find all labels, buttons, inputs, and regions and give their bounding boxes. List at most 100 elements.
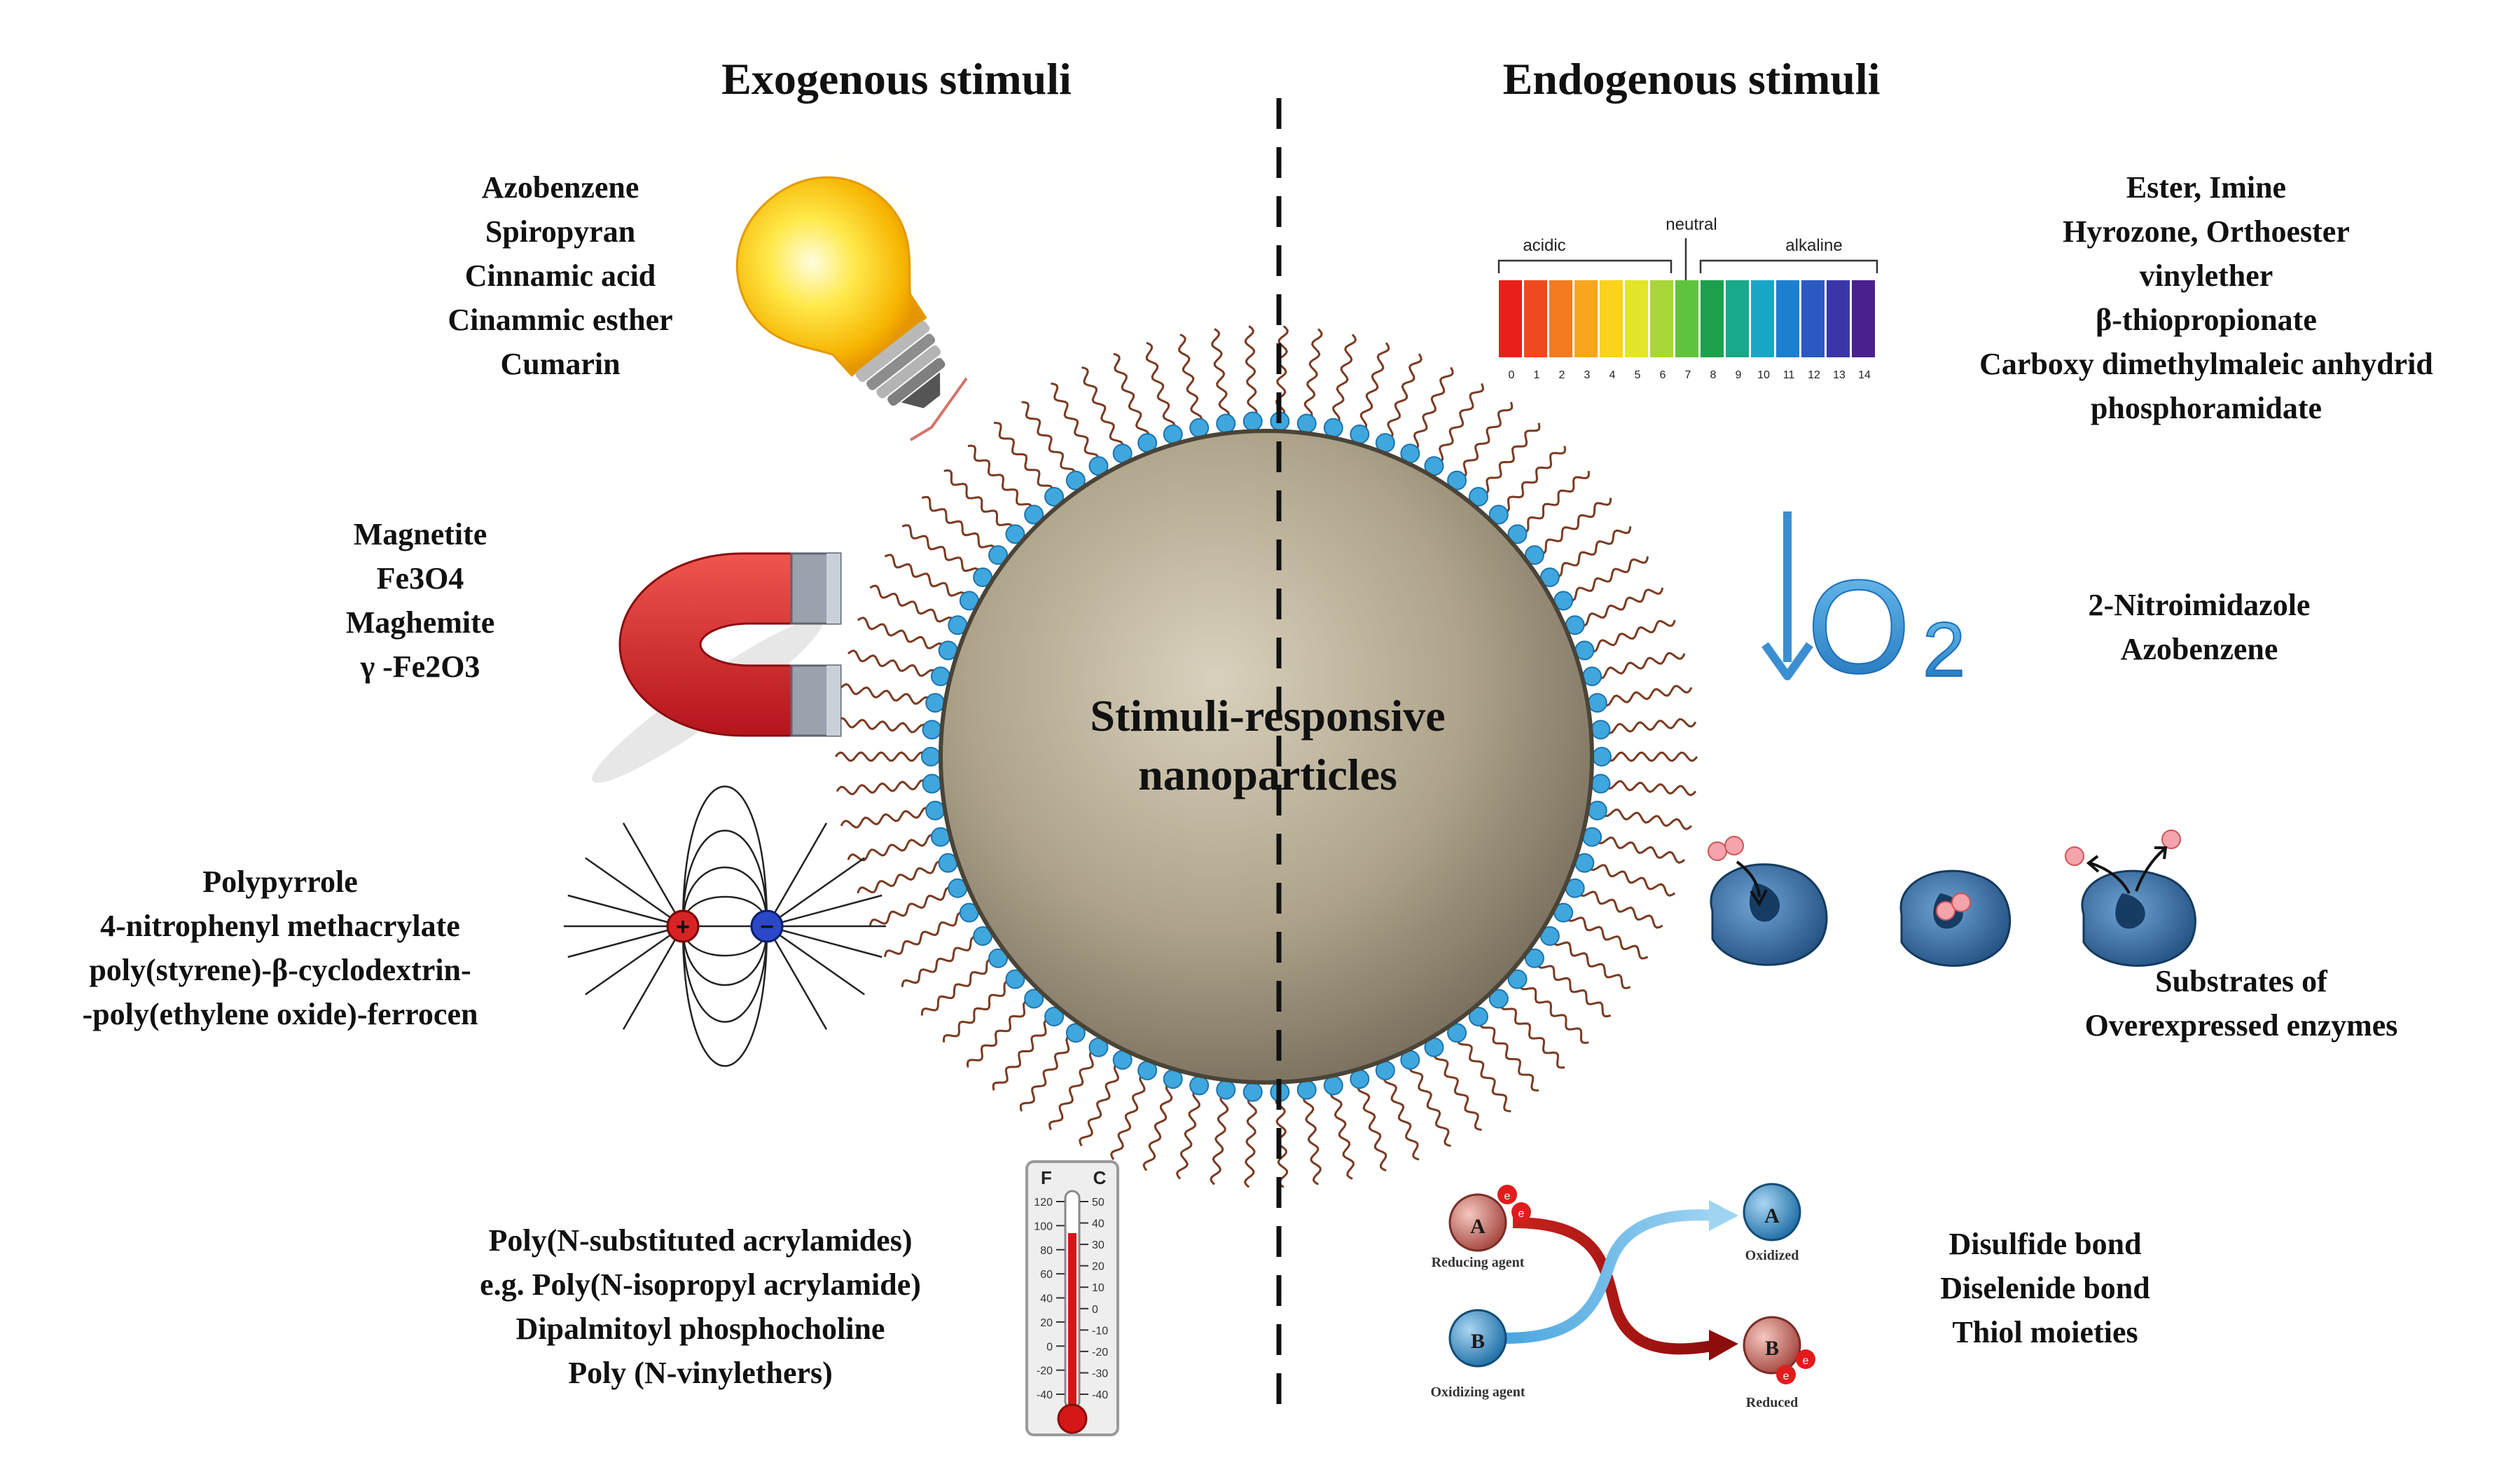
thermo-f-tick: -40 bbox=[1037, 1389, 1053, 1401]
ph-tick: 0 bbox=[1509, 369, 1515, 381]
ph-scale bbox=[1497, 238, 1878, 357]
lipid-tail bbox=[1175, 1088, 1200, 1180]
center-title-line: Stimuli-responsive bbox=[1090, 691, 1446, 741]
thermo-c-tick: 30 bbox=[1092, 1239, 1105, 1251]
list-item: Azobenzene bbox=[2120, 632, 2278, 666]
lipid-tail bbox=[901, 936, 980, 987]
list-item: Overexpressed enzymes bbox=[2084, 1008, 2398, 1043]
thermo-f-tick: 0 bbox=[1046, 1341, 1053, 1353]
ph-tick: 13 bbox=[1833, 369, 1846, 381]
nanoparticle-sphere bbox=[939, 429, 1594, 1085]
lipid-head bbox=[1024, 989, 1044, 1009]
lipid-tail bbox=[836, 717, 929, 734]
lipid-head bbox=[1468, 486, 1488, 507]
lipid-head bbox=[1524, 948, 1544, 968]
lipid-tail bbox=[1411, 366, 1454, 451]
lipid-layer bbox=[834, 325, 1698, 1188]
reducing-agent-label: Reducing agent bbox=[1432, 1255, 1525, 1270]
lipid-tail bbox=[857, 860, 945, 894]
exogenous-heading: Exogenous stimuli bbox=[721, 54, 1072, 104]
lipid-head bbox=[1447, 470, 1467, 490]
lipid-tail bbox=[1436, 383, 1484, 464]
thermo-c-tick: 20 bbox=[1092, 1261, 1105, 1273]
lipid-tail bbox=[1537, 497, 1612, 555]
ph-tick: 1 bbox=[1534, 369, 1540, 381]
list-item: Cumarin bbox=[500, 347, 621, 381]
lipid-tail bbox=[1500, 1001, 1565, 1069]
ph-tick: 6 bbox=[1660, 369, 1666, 381]
ph-color-cell bbox=[1852, 280, 1875, 357]
list-item: Cinammic esther bbox=[448, 303, 673, 337]
redox-node-b-right: B bbox=[1765, 1337, 1779, 1360]
thermo-f-label: F bbox=[1041, 1167, 1052, 1188]
list-item: 4-nitrophenyl methacrylate bbox=[100, 909, 460, 943]
lipid-tail bbox=[840, 806, 932, 829]
thermo-f-tick: 120 bbox=[1034, 1197, 1053, 1209]
lipid-tail bbox=[1520, 471, 1591, 533]
lipid-tail bbox=[1142, 1082, 1173, 1171]
lipid-head bbox=[1507, 524, 1528, 544]
list-item: Poly (N-vinylethers) bbox=[568, 1356, 833, 1390]
lipid-tail bbox=[1600, 685, 1693, 707]
lipid-head bbox=[1005, 524, 1025, 544]
lipid-tail bbox=[1178, 333, 1203, 425]
list-item: Maghemite bbox=[345, 605, 495, 640]
ph-tick: 2 bbox=[1559, 369, 1565, 381]
redox-node-a-left: A bbox=[1470, 1215, 1486, 1238]
lipid-tail bbox=[1553, 526, 1632, 577]
ph-color-cell bbox=[1801, 280, 1825, 357]
list-item: Ester, Imine bbox=[2126, 170, 2287, 205]
lipid-tail bbox=[1457, 1036, 1511, 1113]
lipid-head bbox=[1447, 1023, 1467, 1043]
ph-tick: 9 bbox=[1736, 369, 1742, 381]
thermo-c-label: C bbox=[1093, 1167, 1107, 1188]
ph-tick: 12 bbox=[1808, 369, 1820, 381]
ph-tick: 14 bbox=[1858, 369, 1871, 381]
electron-label-1: e bbox=[1504, 1190, 1511, 1202]
lipid-tail bbox=[943, 469, 1013, 532]
list-item: Polypyrrole bbox=[202, 865, 358, 899]
lipid-tail bbox=[901, 524, 981, 576]
thermo-c-tick: -30 bbox=[1092, 1368, 1108, 1380]
thermo-c-tick: -20 bbox=[1092, 1347, 1108, 1359]
lipid-tail bbox=[966, 1000, 1032, 1068]
lipid-tail bbox=[1110, 1073, 1147, 1160]
ph-acidic-label: acidic bbox=[1523, 236, 1565, 255]
lipid-tail bbox=[1595, 836, 1685, 865]
lipid-tail bbox=[1244, 325, 1258, 418]
redox-node-b-left: B bbox=[1471, 1330, 1485, 1353]
lipid-tail bbox=[1383, 1073, 1420, 1161]
lipid-head bbox=[1539, 567, 1560, 587]
lipid-head bbox=[988, 545, 1009, 565]
ph-color-cell bbox=[1726, 280, 1749, 357]
lipid-head bbox=[1065, 470, 1086, 490]
center-title: Stimuli-responsive nanoparticles bbox=[904, 687, 1632, 804]
ph-color-cell bbox=[1751, 280, 1774, 357]
list-item: Carboxy dimethylmaleic anhydrid bbox=[1979, 347, 2433, 381]
lipid-head bbox=[1524, 545, 1544, 565]
list-item: Thiol moieties bbox=[1952, 1315, 2138, 1349]
lipid-tail bbox=[1021, 401, 1076, 478]
light-bulb-icon bbox=[732, 147, 968, 441]
lipid-tail bbox=[1019, 1035, 1074, 1112]
list-item: Fe3O4 bbox=[376, 561, 464, 596]
list-item: Spiropyran bbox=[485, 214, 636, 249]
ph-color-cell bbox=[1650, 280, 1673, 357]
ph-alkaline-label: alkaline bbox=[1785, 236, 1842, 255]
list-item: γ -Fe2O3 bbox=[360, 649, 480, 684]
lipid-tail bbox=[868, 886, 955, 926]
list-item: Substrates of bbox=[2155, 964, 2327, 998]
ph-color-cell bbox=[1625, 280, 1648, 357]
lipid-tail bbox=[967, 444, 1033, 512]
lipid-tail bbox=[834, 751, 928, 762]
lipid-tail bbox=[1479, 1019, 1539, 1092]
lipid-tail bbox=[847, 649, 938, 678]
lipid-tail bbox=[1481, 422, 1541, 495]
lipid-tail bbox=[1210, 1093, 1229, 1185]
lipid-head bbox=[1044, 486, 1065, 507]
thermo-c-tick: -10 bbox=[1092, 1325, 1108, 1337]
lipid-tail bbox=[1211, 328, 1231, 420]
lipid-tail bbox=[942, 980, 1013, 1043]
dipole-plus-label: + bbox=[676, 914, 690, 940]
